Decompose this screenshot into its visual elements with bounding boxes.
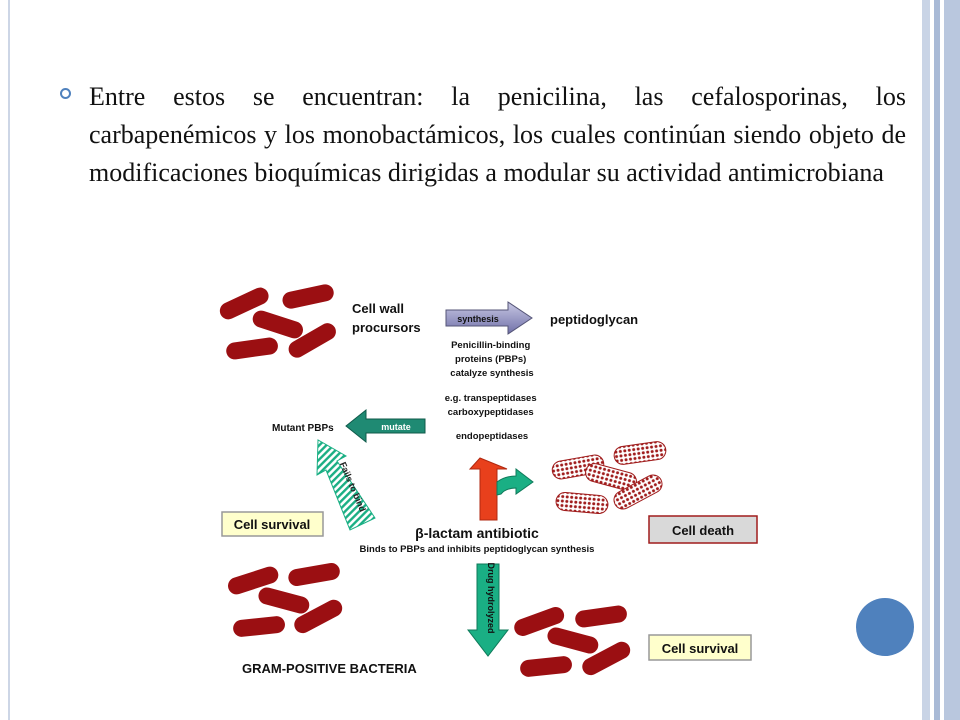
cell-wall-label: Cell wall procursors xyxy=(352,301,421,335)
beta-lactam-diagram: Cell wall procursors synthesis peptidogl… xyxy=(219,284,758,677)
gram-positive-label: GRAM-POSITIVE BACTERIA xyxy=(242,661,417,676)
decorative-circle xyxy=(856,598,914,656)
bacterium xyxy=(582,641,631,676)
enzyme-examples: e.g. transpeptidases carboxypeptidases e… xyxy=(445,393,540,442)
bullet-text: Entre estos se encuentran: la penicilina… xyxy=(89,82,906,187)
bacterium xyxy=(252,310,303,339)
bacterium xyxy=(294,599,343,634)
synthesis-arrow: synthesis xyxy=(445,301,533,335)
bacteria-group-bottom-left xyxy=(228,562,343,637)
bullet-circle-icon xyxy=(60,88,71,99)
bacteria-group-bottom-right xyxy=(514,605,631,677)
cell-death-box: Cell death xyxy=(648,515,758,544)
mutate-label: mutate xyxy=(381,422,411,432)
mutate-arrow: mutate xyxy=(345,408,426,444)
dead-bacterium xyxy=(555,492,609,514)
dead-bacterium xyxy=(613,474,663,510)
peptidoglycan-label: peptidoglycan xyxy=(550,312,638,327)
beta-lactam-title: β-lactam antibiotic xyxy=(415,525,539,541)
beta-lactam-subtitle: Binds to PBPs and inhibits peptidoglycan… xyxy=(360,544,595,555)
pbp-description: Penicillin-binding proteins (PBPs) catal… xyxy=(450,340,533,379)
synthesis-label: synthesis xyxy=(457,314,499,324)
bacterium xyxy=(547,627,599,654)
drug-hydrolyzed-arrow: Drug hydrolyzed xyxy=(466,562,510,657)
bullet-item: Entre estos se encuentran: la penicilina… xyxy=(60,78,906,192)
bacterium xyxy=(226,337,278,360)
bacterium xyxy=(228,566,279,595)
mutant-pbps-label: Mutant PBPs xyxy=(272,423,334,434)
bacterium xyxy=(575,605,627,628)
antibiotic-up-arrow xyxy=(468,457,508,521)
cell-survival-left-label: Cell survival xyxy=(234,517,311,532)
bacterium xyxy=(282,284,334,309)
bacterium xyxy=(520,656,572,677)
bacterium xyxy=(233,616,285,637)
cell-survival-right-label: Cell survival xyxy=(662,641,739,656)
bacteria-group-dead xyxy=(551,441,667,514)
slide-right-border xyxy=(918,0,960,720)
bacteria-group-top xyxy=(219,284,336,360)
slide-left-border xyxy=(8,0,10,720)
bacterium xyxy=(288,323,336,358)
bacterium xyxy=(258,587,310,614)
green-curved-arrow xyxy=(496,467,534,496)
bacterium xyxy=(219,287,269,320)
cell-survival-box-left: Cell survival xyxy=(221,511,324,537)
cell-survival-box-right: Cell survival xyxy=(648,634,752,661)
bacterium xyxy=(514,606,565,636)
fails-to-bind-arrow: Fails to bind xyxy=(316,439,376,531)
drug-hydrolyzed-label: Drug hydrolyzed xyxy=(486,562,496,633)
bacterium xyxy=(288,562,340,587)
cell-death-label: Cell death xyxy=(672,523,734,538)
dead-bacterium xyxy=(613,441,667,465)
